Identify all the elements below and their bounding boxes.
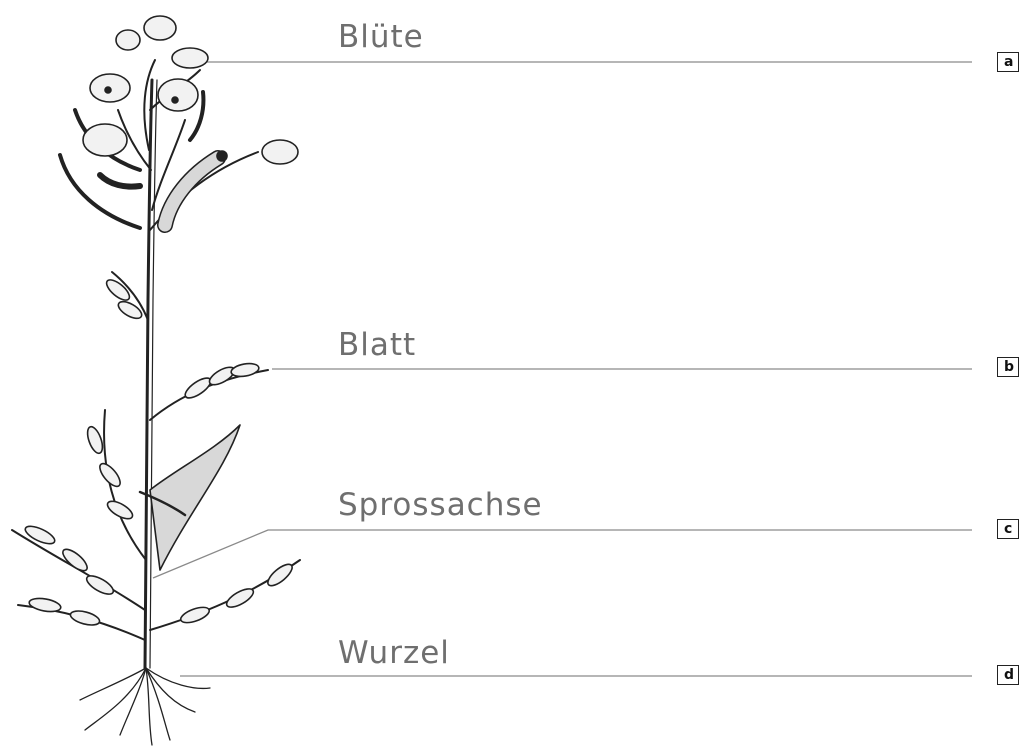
marker-box-a: a [997, 52, 1019, 72]
leaflet [69, 608, 101, 627]
leaflet [23, 523, 57, 547]
root [120, 668, 146, 735]
root [146, 668, 210, 688]
leaf-rachis [104, 410, 146, 560]
flower-center [172, 97, 178, 103]
leaflet [103, 276, 132, 303]
root [85, 668, 146, 730]
leaflet [105, 498, 135, 522]
root [146, 668, 195, 712]
stem-cross-section [150, 425, 240, 570]
leaves [12, 272, 300, 640]
leaflet [265, 561, 296, 589]
leaflet [224, 585, 256, 610]
flower-petal [116, 30, 140, 50]
leaflet [84, 572, 116, 597]
leaflet [116, 298, 145, 321]
flower-petal [172, 48, 208, 68]
caterpillar [165, 151, 227, 225]
leaflet [207, 364, 237, 388]
flower-petal [158, 79, 198, 111]
marker-box-b: b [997, 357, 1019, 377]
flower-center [105, 87, 111, 93]
leaflet [28, 596, 62, 613]
seed-pod [100, 175, 140, 187]
roots [80, 668, 210, 745]
label-bluete: Blüte [338, 22, 424, 53]
leaflet [182, 374, 213, 401]
label-sprossachse: Sprossachse [338, 490, 543, 521]
marker-box-c: c [997, 519, 1019, 539]
flower-petal [262, 140, 298, 164]
leaf-rachis [150, 370, 268, 420]
leaflet [230, 362, 260, 379]
leaflet [85, 425, 106, 455]
leaflet [179, 604, 211, 626]
label-wurzel: Wurzel [338, 638, 450, 669]
marker-box-d: d [997, 665, 1019, 685]
label-blatt: Blatt [338, 330, 416, 361]
plant [12, 16, 300, 745]
flower-petal [83, 124, 127, 156]
flower-petal [144, 16, 176, 40]
